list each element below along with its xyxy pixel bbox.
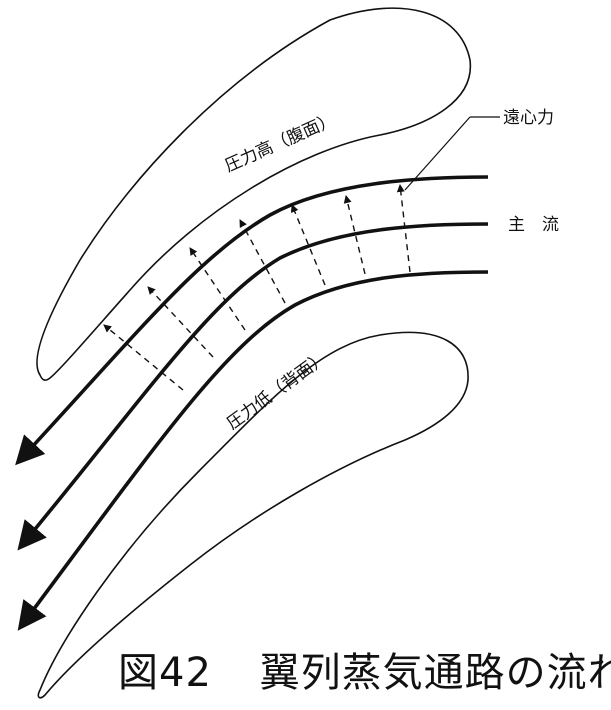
- force-arrow: [343, 195, 366, 275]
- force-arrow: [396, 184, 411, 273]
- figure-title: 翼列蒸気通路の流れ: [259, 650, 611, 696]
- force-arrow: [239, 219, 286, 304]
- upper-blade-outline: [36, 7, 472, 381]
- streamline-lower: [17, 270, 489, 631]
- label-pressure-high: 圧力高（腹面）: [222, 110, 339, 177]
- streamline-middle: [17, 222, 489, 551]
- force-arrow: [189, 247, 246, 331]
- force-arrow: [147, 286, 214, 358]
- figure-number: 図42: [118, 650, 212, 696]
- centrifugal-force-leader: [404, 116, 471, 191]
- figure-caption: 図42 翼列蒸気通路の流れ: [118, 640, 611, 696]
- force-arrow: [290, 204, 326, 286]
- lower-blade-outline: [37, 331, 469, 699]
- streamline-upper: [15, 175, 489, 466]
- label-pressure-low: 圧力低（背面）: [223, 348, 331, 434]
- centrifugal-force-arrows: [103, 184, 411, 391]
- label-centrifugal-force: 遠心力: [503, 108, 554, 128]
- label-main-flow: 主 流: [508, 215, 559, 235]
